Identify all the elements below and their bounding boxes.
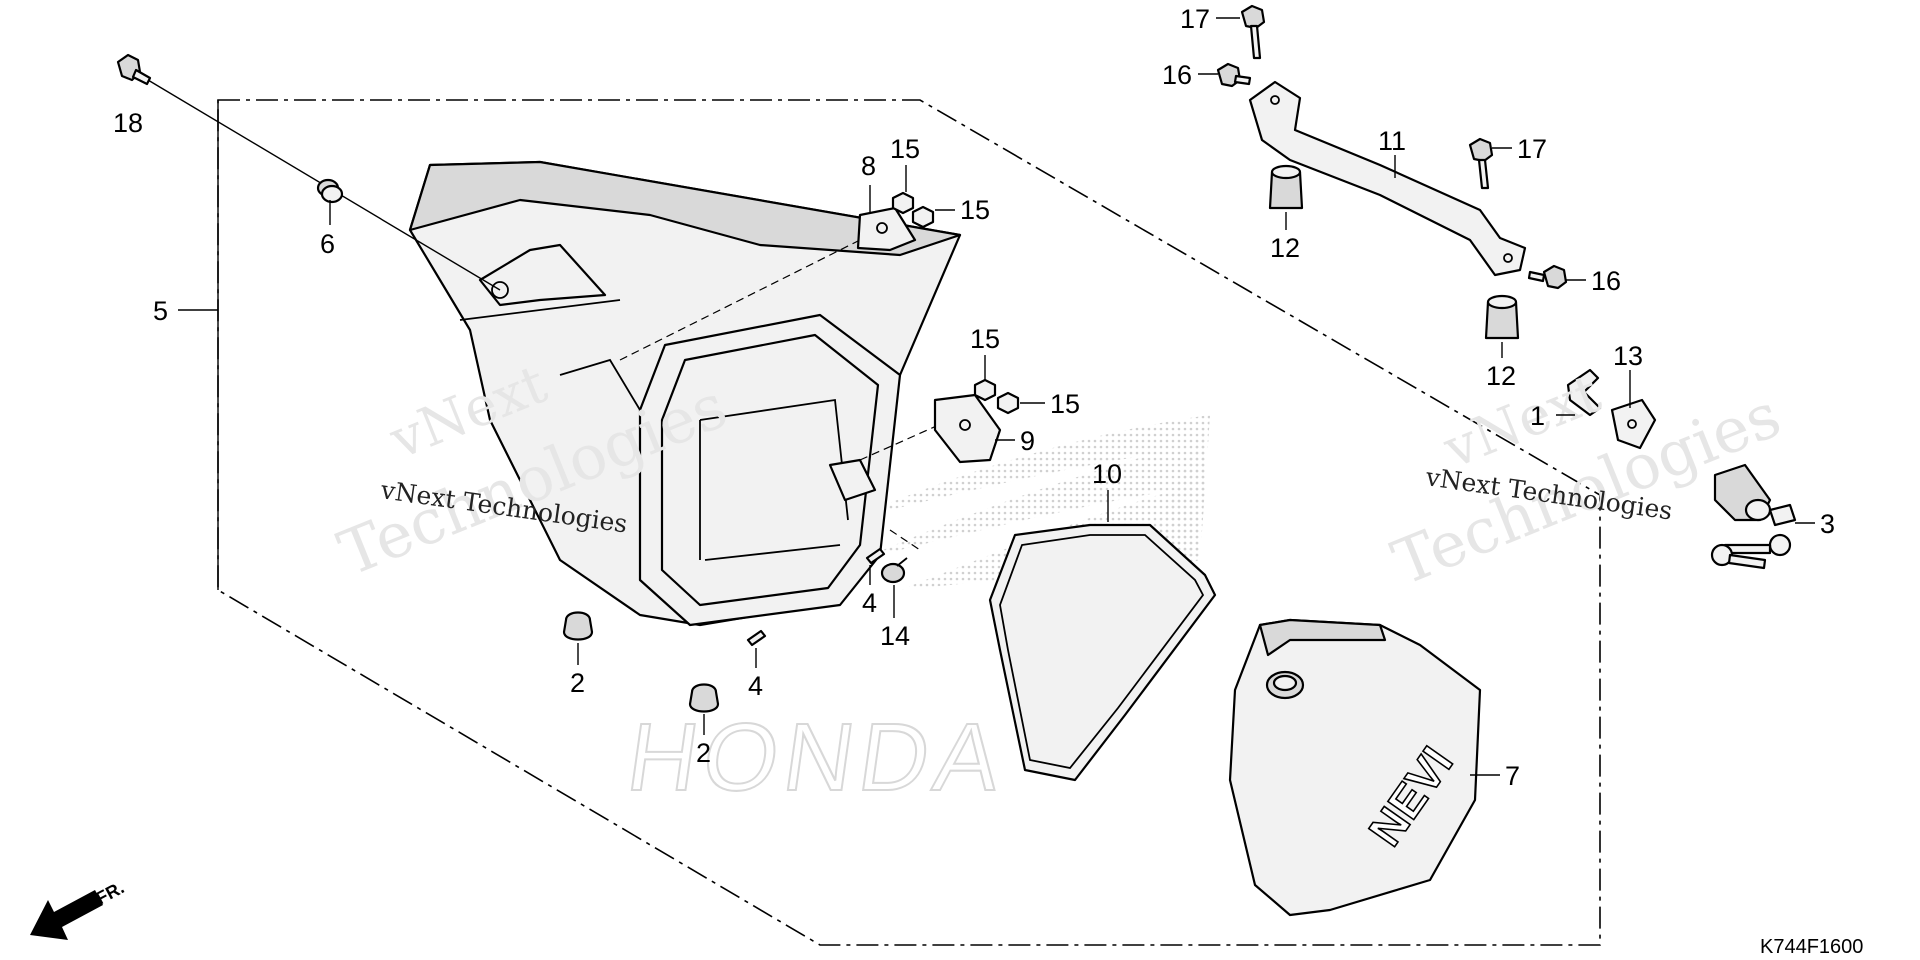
leader-lines [178,17,1815,776]
bracket-8 [856,206,917,252]
rubber-12-upper [1268,164,1304,210]
key-cylinder-3 [1710,463,1797,570]
callout-2-b: 2 [696,738,711,768]
callout-15-b: 15 [960,195,990,225]
callout-10: 10 [1092,459,1122,489]
nut-15-lower-b [996,391,1020,415]
bolt-16-lower [1527,264,1568,290]
callout-16-a: 16 [1162,60,1192,90]
rubber-12-lower [1484,294,1520,340]
callout-17-b: 17 [1517,134,1547,164]
mount-guide-upper [619,239,861,361]
callout-11: 11 [1378,126,1406,156]
pannier-case [408,160,962,627]
callout-16-b: 16 [1591,266,1621,296]
callout-15-a: 15 [890,134,920,164]
plate-13 [1610,398,1657,450]
callout-15-c: 15 [970,324,1000,354]
seal-10 [988,523,1217,782]
callout-8: 8 [861,151,876,181]
clip-1 [1566,368,1602,417]
nut-15-lower-a [973,378,997,402]
callout-7: 7 [1505,761,1520,791]
callout-9: 9 [1020,426,1035,456]
nut-15-upper-b [911,205,935,229]
callout-4-b: 4 [748,671,763,701]
callout-14: 14 [880,621,910,651]
bolt-17-lower [1468,137,1494,190]
grommet-2-left [562,611,594,641]
callout-5: 5 [153,296,168,326]
assembly-outline [217,99,1601,946]
callout-2-a: 2 [570,668,585,698]
callout-13: 13 [1613,341,1643,371]
callout-12-b: 12 [1486,361,1516,391]
callout-18: 18 [113,108,143,138]
honda-brand-watermark: HONDA [621,704,1013,810]
callout-1: 1 [1530,401,1545,431]
bolt-16-upper [1216,62,1252,88]
front-arrow-icon: FR. [30,877,127,940]
screw-14 [880,557,908,584]
bracket-9 [933,393,1002,464]
collar-6 [316,178,344,204]
bolt-17-upper [1240,4,1266,60]
callout-6: 6 [320,229,335,259]
pin-4-left [746,629,767,647]
bolt-18 [116,53,152,86]
nut-15-upper-a [891,191,915,215]
callout-17-a: 17 [1180,4,1210,34]
lid-7: NEVI [1228,618,1482,917]
callout-12-a: 12 [1270,233,1300,263]
callout-15-d: 15 [1050,389,1080,419]
pin-4-right [865,547,886,565]
callout-labels: 18 6 5 8 15 15 15 15 9 10 4 4 14 2 2 7 1… [113,4,1835,791]
diagram-code: K744F1600 [1760,936,1863,958]
grommet-2-right [688,683,720,713]
mount-guide-bottom [889,529,921,551]
stay-11 [1248,80,1527,277]
callout-3: 3 [1820,509,1835,539]
callout-4-a: 4 [862,588,877,618]
